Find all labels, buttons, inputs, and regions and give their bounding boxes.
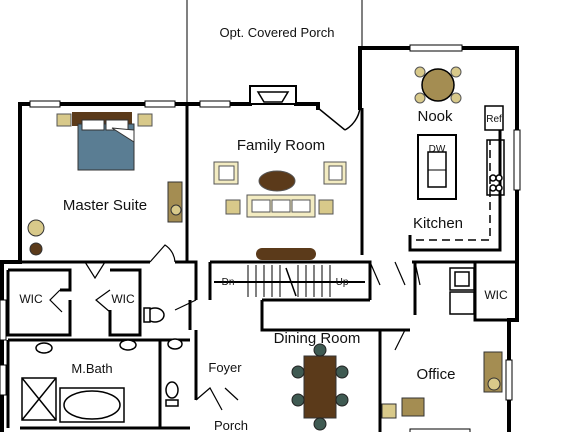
label-wic-mid: WIC <box>111 292 135 306</box>
label-up: Up <box>336 277 349 288</box>
bed <box>56 112 153 171</box>
label-dining-room: Dining Room <box>274 330 361 347</box>
kitchen-counter <box>408 105 505 252</box>
kitchen-island <box>417 134 457 200</box>
windows <box>0 44 521 432</box>
dining-table <box>291 343 349 431</box>
label-porch: Porch <box>214 418 248 432</box>
label-wic-left: WIC <box>19 292 43 306</box>
label-dw: DW <box>429 144 446 155</box>
fireplace <box>249 85 297 105</box>
label-ref: Ref <box>486 114 502 125</box>
interior-walls <box>6 104 517 432</box>
laundry <box>449 267 475 315</box>
label-foyer: Foyer <box>208 360 242 375</box>
label-opt-covered-porch: Opt. Covered Porch <box>220 25 335 40</box>
stairs <box>214 248 365 297</box>
master-desk <box>27 181 183 256</box>
office-furniture <box>381 351 503 419</box>
label-office: Office <box>417 366 456 383</box>
door-swing-back <box>317 107 361 131</box>
nook-table <box>414 66 462 104</box>
bath-fixtures <box>21 307 183 423</box>
label-dn: Dn <box>222 277 235 288</box>
label-master-suite: Master Suite <box>63 197 147 214</box>
label-m-bath: M.Bath <box>71 361 112 376</box>
label-wic-right: WIC <box>484 288 508 302</box>
label-family-room: Family Room <box>237 137 325 154</box>
porch-outline <box>186 0 363 104</box>
family-room-furniture <box>213 161 347 218</box>
label-kitchen: Kitchen <box>413 215 463 232</box>
door-swings <box>49 244 421 411</box>
label-nook: Nook <box>417 108 453 125</box>
